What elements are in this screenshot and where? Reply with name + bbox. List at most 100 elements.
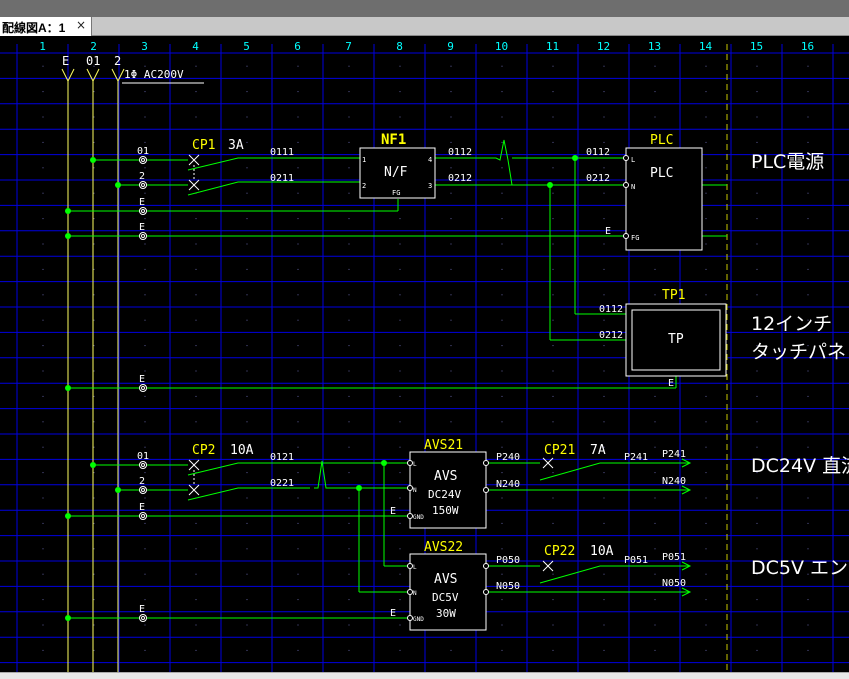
grid-dot (348, 268, 350, 270)
grid-dot (552, 472, 554, 474)
avs22-label-1: AVS (434, 572, 457, 587)
terminal-blocks (139, 156, 147, 622)
grid-dot (756, 116, 758, 118)
grid-dot (450, 218, 452, 220)
grid-dot (144, 268, 146, 270)
breaker-name-cp21: CP21 (544, 443, 575, 458)
grid-dot (195, 370, 197, 372)
grid-dot (654, 497, 656, 499)
grid-dot (501, 243, 503, 245)
grid-dot (195, 141, 197, 143)
grid-dot (450, 421, 452, 423)
nf1-pin-1: 1 (362, 156, 366, 164)
avs21-name: AVS21 (424, 438, 463, 453)
grid-dot (144, 522, 146, 524)
grid-dot (705, 243, 707, 245)
grid-dot (705, 395, 707, 397)
grid-dot (399, 268, 401, 270)
tp1-e-label: E (668, 378, 674, 389)
grid-dot (93, 624, 95, 626)
grid-dot (348, 116, 350, 118)
grid-dot (348, 167, 350, 169)
grid-dot (654, 573, 656, 575)
grid-dot (144, 573, 146, 575)
avs22-label-2: DC5V (432, 591, 459, 604)
terminal-label: 2 (139, 476, 145, 487)
column-number: 2 (90, 40, 97, 53)
tp1-body: TP (668, 332, 684, 347)
grid-dot (501, 141, 503, 143)
grid-dot (501, 192, 503, 194)
rail-2 (111, 68, 125, 672)
grid-dot (246, 65, 248, 67)
grid-dot (297, 243, 299, 245)
grid-dot (501, 116, 503, 118)
grid-dot (297, 218, 299, 220)
grid-dot (603, 522, 605, 524)
wire-label: 0121 (270, 452, 294, 463)
grid-dot (42, 141, 44, 143)
breaker-rating-cp2: 10A (230, 443, 254, 458)
grid-dot (246, 141, 248, 143)
breaker-rating-cp22: 10A (590, 544, 614, 559)
grid-dot (654, 141, 656, 143)
grid-dot (297, 446, 299, 448)
rail-label-01: 01 (86, 54, 100, 68)
grid-dot (603, 91, 605, 93)
nf1-name: NF1 (381, 132, 406, 148)
wire-label: 0212 (586, 173, 610, 184)
power-supply-avs22[interactable]: AVS22 AVS DC5V 30W L N GND E (390, 540, 489, 631)
grid-dot (42, 446, 44, 448)
grid-dot (399, 243, 401, 245)
grid-dot (807, 192, 809, 194)
grid-dot (246, 345, 248, 347)
grid-dot (654, 91, 656, 93)
grid-dot (501, 522, 503, 524)
breaker-rating-cp1: 3A (228, 138, 244, 153)
column-number: 14 (699, 40, 713, 53)
grid-dot (195, 218, 197, 220)
grid-dot (603, 141, 605, 143)
grid-dot (705, 192, 707, 194)
grid-dot (552, 141, 554, 143)
wire-label: P051 (662, 552, 686, 563)
grid-dot (654, 472, 656, 474)
avs21-label-2: DC24V (428, 488, 461, 501)
grid-dot (552, 421, 554, 423)
grid-dot (399, 421, 401, 423)
grid-dot (93, 294, 95, 296)
wire-label: 0211 (270, 173, 294, 184)
grid-dot (552, 548, 554, 550)
grid-dot (807, 395, 809, 397)
plc-unit[interactable]: PLC PLC L N FG E (605, 133, 703, 251)
grid-dot (705, 446, 707, 448)
breaker-rating-cp21: 7A (590, 443, 606, 458)
grid-dot (297, 65, 299, 67)
grid-dot (297, 548, 299, 550)
grid-dot (42, 268, 44, 270)
power-supply-avs21[interactable]: AVS21 AVS DC24V 150W L N GND E (390, 438, 489, 529)
nf1-pin-2: 2 (362, 182, 366, 190)
grid-dot (144, 345, 146, 347)
grid-dot (756, 421, 758, 423)
grid-dot (501, 345, 503, 347)
tab-wiring-diagram[interactable]: 配線図A：1 × (0, 17, 92, 36)
noise-filter-nf1[interactable]: NF1 N/F 1 2 4 3 FG (359, 132, 436, 199)
grid-dot (807, 141, 809, 143)
grid-dot (807, 218, 809, 220)
grid-dot (42, 294, 44, 296)
grid-dot (552, 395, 554, 397)
touch-panel-tp1[interactable]: TP1 TP E (625, 288, 727, 389)
grid-dot (93, 370, 95, 372)
grid-dot (807, 370, 809, 372)
grid-dot (756, 192, 758, 194)
grid-dot (705, 573, 707, 575)
wire-label: P240 (496, 452, 520, 463)
grid-dot (195, 649, 197, 651)
grid-dot (603, 345, 605, 347)
column-number: 6 (294, 40, 301, 53)
close-icon[interactable]: × (76, 18, 87, 32)
grid-dot (450, 345, 452, 347)
